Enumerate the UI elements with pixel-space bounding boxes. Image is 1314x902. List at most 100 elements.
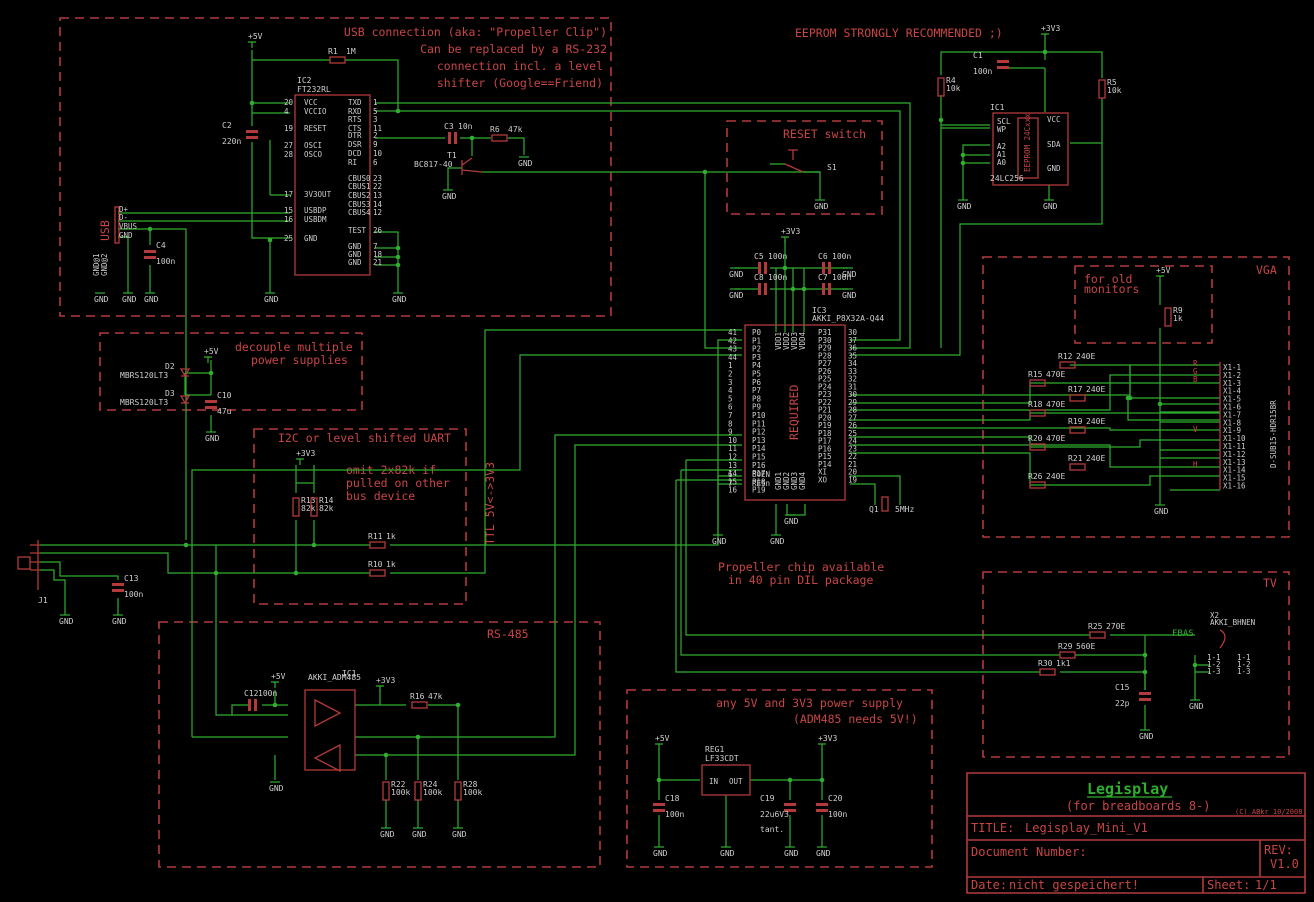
propeller-pin-name: P28 [818, 351, 832, 360]
lf33-regulator[interactable]: REG1 LF33CDT IN OUT [701, 745, 751, 796]
c3-capacitor-plate [448, 132, 451, 144]
ft232-pin-number: 1 [373, 98, 378, 107]
propeller-pin-number: 1 [728, 361, 733, 370]
propeller-pin-number: 29 [848, 398, 857, 407]
propeller-pin-number: 34 [848, 359, 858, 368]
ft232rl-chip[interactable]: IC2 FT232RL [294, 76, 371, 276]
c20-capacitor-plate [816, 803, 828, 806]
r9-resistor-body [1164, 307, 1172, 327]
c18-capacitor-plate [653, 809, 665, 812]
svg-text:(ADM485 needs 5V!): (ADM485 needs 5V!) [793, 712, 918, 726]
j1-connector[interactable]: J1 [17, 540, 48, 605]
ft232-pin-name: GND [348, 258, 362, 267]
gnd-symbol-label: GND [842, 291, 857, 300]
gnd-symbol: GND [205, 431, 220, 443]
d3-diode-ref: D3 [165, 389, 175, 398]
svg-text:D-SUB15-HDR15BR: D-SUB15-HDR15BR [1269, 400, 1278, 468]
p5v-supply: +5V [655, 734, 670, 750]
ft232-pin-name: OSCI [304, 141, 322, 150]
c4-capacitor-plate [144, 256, 156, 259]
eeprom-chip[interactable]: IC1 24LC256 EEPROM 24Cxxx SCL WP A2 A1 A… [990, 103, 1069, 186]
eeprom-note: EEPROM STRONGLY RECOMMENDED ;) [795, 26, 1003, 40]
c13-capacitor-plate [112, 589, 124, 592]
propeller-pin-number: 37 [848, 336, 857, 345]
c10-capacitor-plate [205, 406, 217, 409]
svg-text:1-3: 1-3 [1237, 667, 1251, 676]
r1-resistor-body [329, 56, 346, 64]
ft232-pin-number: 5 [373, 107, 378, 116]
power-note: any 5V and 3V3 power supply (ADM485 need… [716, 696, 918, 726]
svg-text:Can be replaced by a RS-232: Can be replaced by a RS-232 [420, 42, 607, 56]
propeller-pin-name: P15 [752, 453, 766, 462]
vga-connector[interactable]: D-SUB15-HDR15BR [1219, 362, 1278, 490]
ft232-pin-number: 27 [284, 141, 293, 150]
s1-reset-switch[interactable]: S1 [784, 149, 837, 173]
c10-capacitor-ref: C10 [217, 391, 232, 400]
c7-capacitor-ref: C7 [818, 273, 828, 282]
gnd-symbol-label: GND [112, 617, 127, 626]
propeller-pin-number: 5 [728, 394, 733, 403]
adm485-chip[interactable]: AKKI_ADM485 IC1 [304, 669, 361, 773]
p5v-supply-label: +5V [248, 32, 263, 41]
ft232-pin-name: RXD [348, 107, 362, 116]
propeller-pin-number: 43 [728, 345, 737, 354]
usb-connector[interactable]: USB D+ D- VBUS GND GND@1 GND@2 [92, 205, 138, 276]
ttl-note: TTL 5V<->3V3 [483, 462, 497, 545]
r22-resistor-ref: R22 [391, 780, 406, 789]
ft232-pin-name: GND [304, 234, 318, 243]
svg-text:1-3: 1-3 [1207, 667, 1221, 676]
r21-resistor-value: 240E [1086, 454, 1105, 463]
tv-connector[interactable]: X2 AKKI_BHNEN 1-1 1-2 1-3 1-1 1-2 1-3 [1207, 611, 1255, 676]
svg-text:FT232RL: FT232RL [297, 85, 331, 94]
gnd-symbol-label: GND [205, 434, 220, 443]
d3-diode-symbol [179, 395, 191, 405]
c4-capacitor-ref: C4 [156, 241, 166, 250]
propeller-gnd-pin: GND1 [774, 472, 783, 490]
r28-resistor-value: 100k [463, 788, 482, 797]
propeller-chip[interactable]: IC3 AKKI_P8X32A-Q44 REQUIRED [744, 306, 884, 501]
